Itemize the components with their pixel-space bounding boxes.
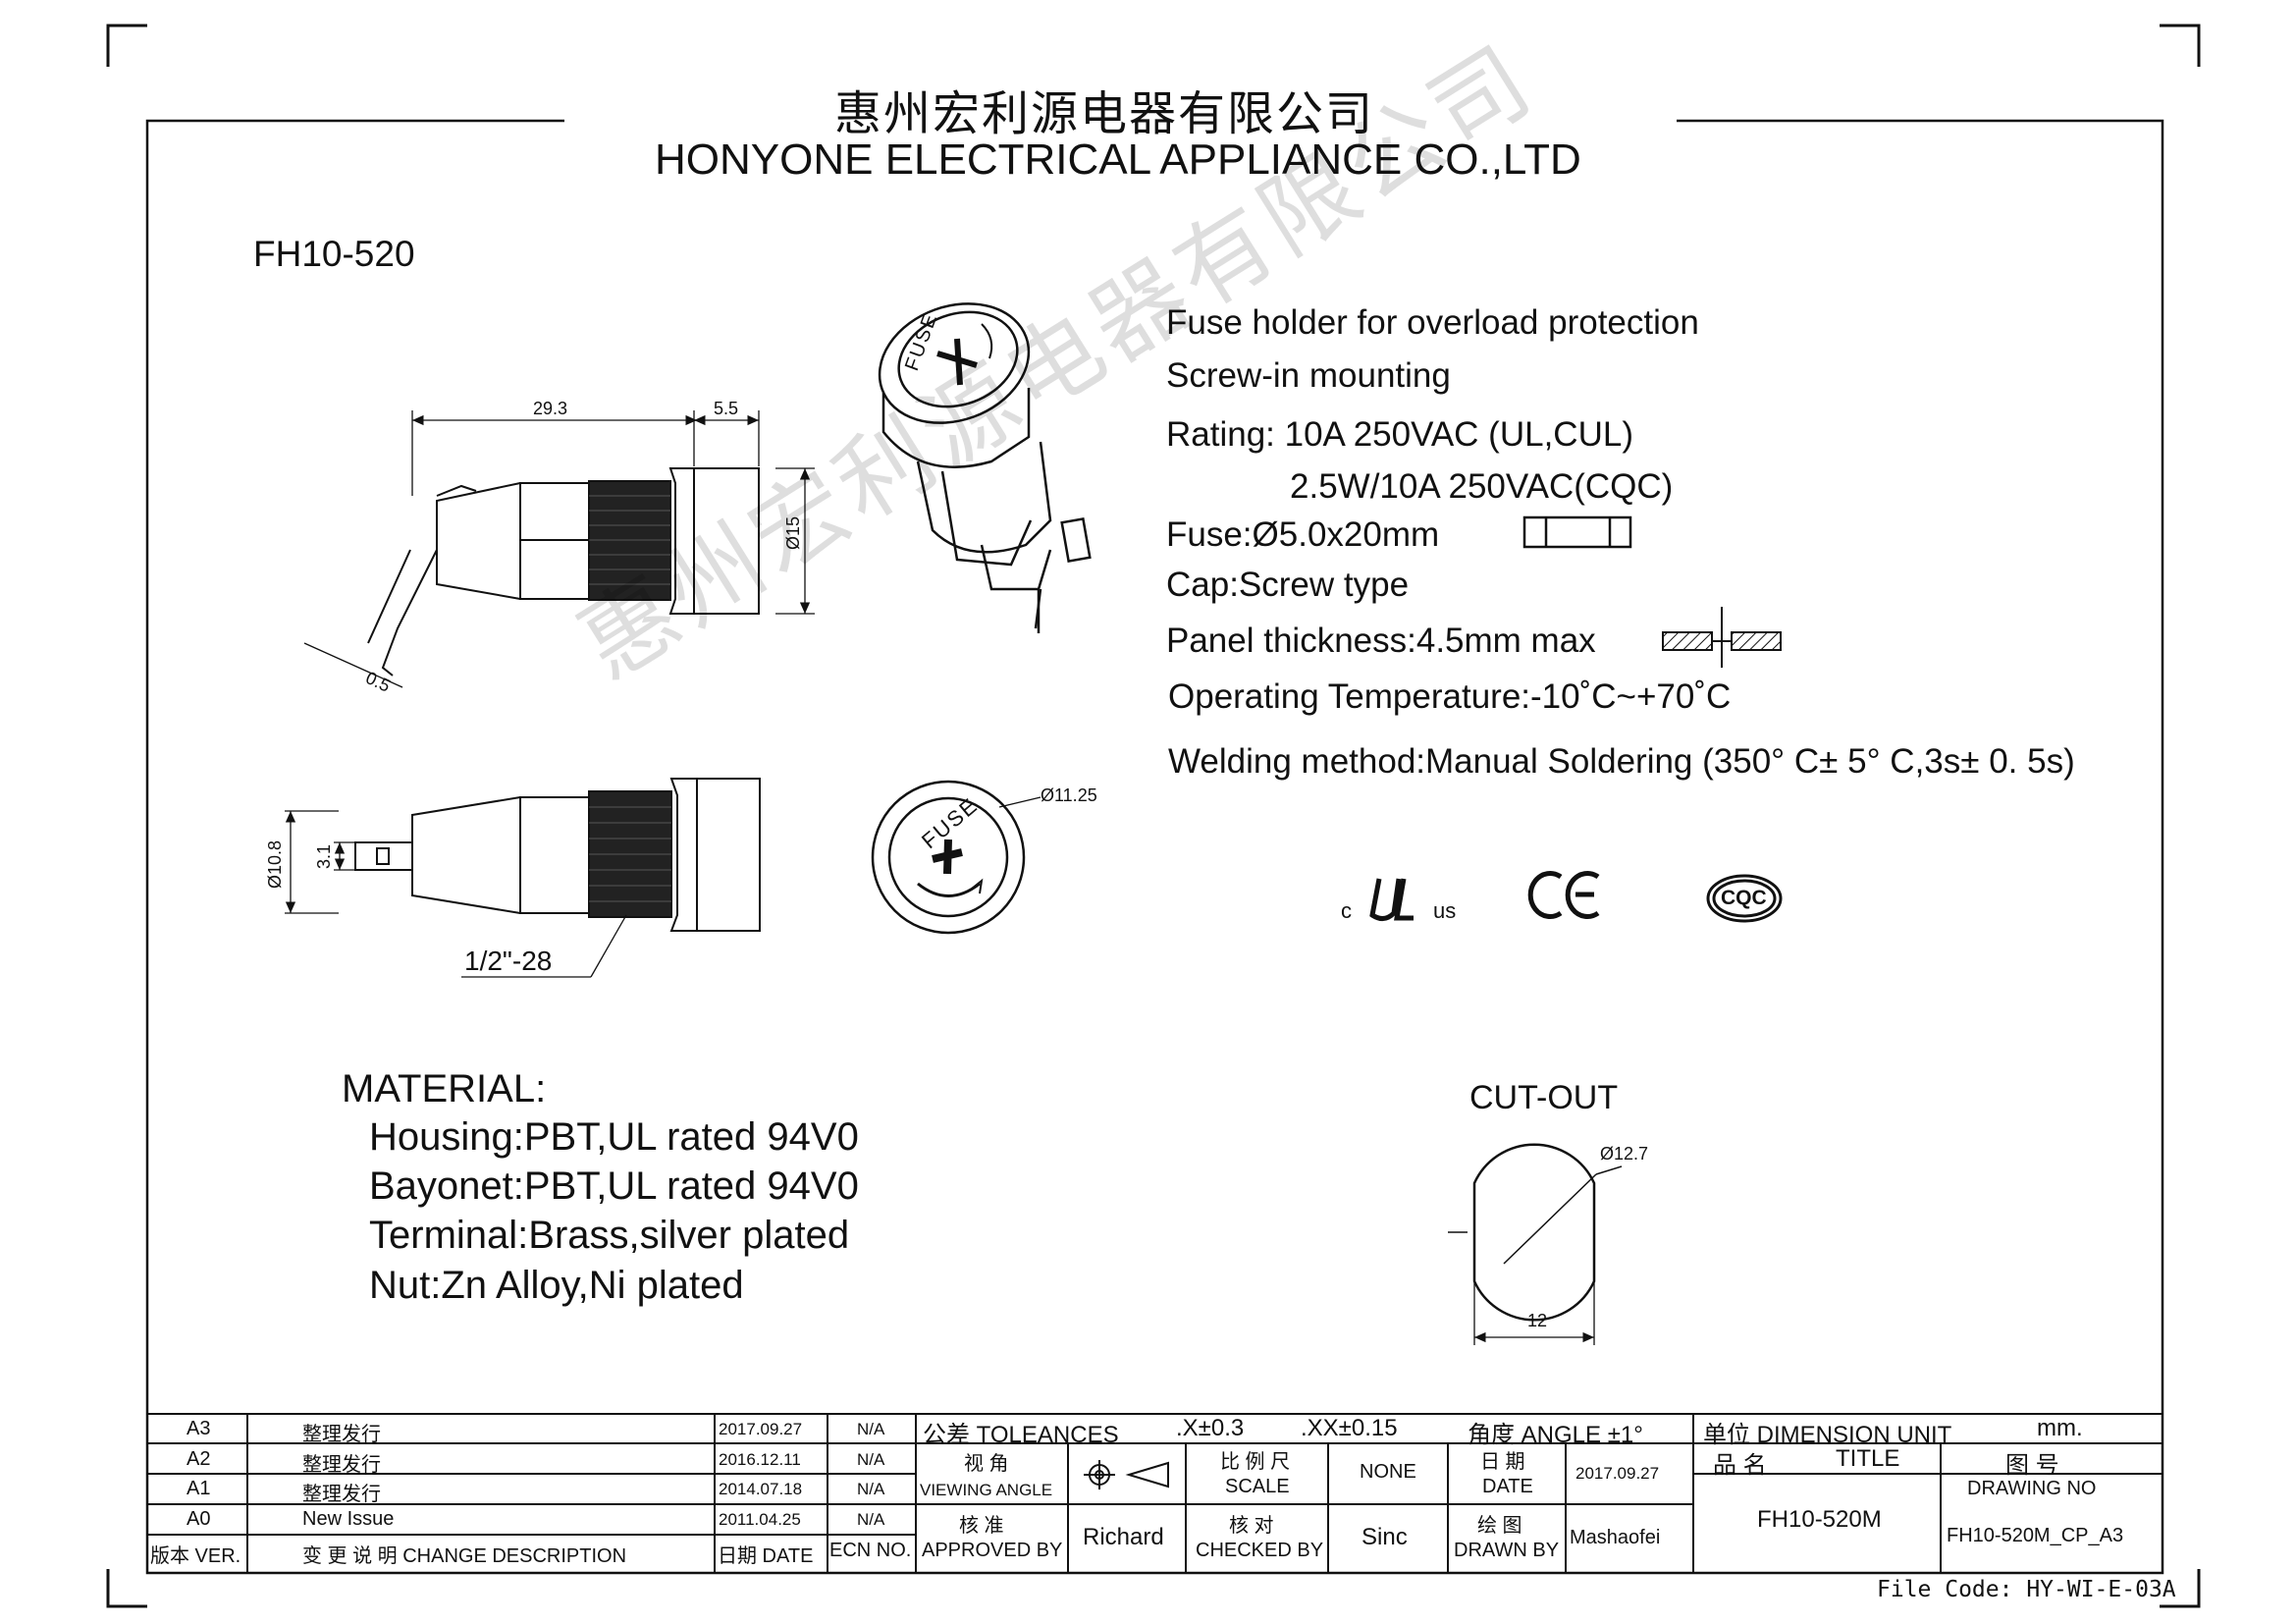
ul-mark-icon — [1369, 878, 1414, 921]
viewing-angle-en: VIEWING ANGLE — [920, 1481, 1053, 1499]
title-en: TITLE — [1836, 1445, 1900, 1472]
rev-a3-ecn: N/A — [857, 1420, 885, 1438]
file-code: File Code: HY-WI-E-03A — [1877, 1577, 2176, 1602]
material-heading: MATERIAL: — [342, 1067, 547, 1110]
spec-line-7: Panel thickness:4.5mm max — [1166, 622, 1596, 660]
checked-value: Sinc — [1362, 1524, 1408, 1550]
dim-flange: 5.5 — [714, 399, 739, 418]
dimension-unit-value: mm. — [2037, 1415, 2083, 1441]
dim-terminal: 3.1 — [314, 843, 334, 869]
header-ecn: ECN NO. — [829, 1540, 912, 1561]
spec-line-1: Fuse holder for overload protection — [1166, 303, 1699, 342]
cutout-label: CUT-OUT — [1469, 1079, 1619, 1116]
approved-cn: 核 准 — [959, 1515, 1004, 1537]
date-value: 2017.09.27 — [1575, 1464, 1660, 1483]
approved-en: APPROVED BY — [922, 1540, 1063, 1561]
cutout-drawing — [1448, 1143, 1623, 1345]
drawing-no-en: DRAWING NO — [1967, 1478, 2097, 1499]
date-cn: 日 期 — [1480, 1451, 1525, 1473]
spec-line-9: Welding method:Manual Soldering (350° C±… — [1168, 742, 2075, 781]
header-desc: 变 更 说 明 CHANGE DESCRIPTION — [302, 1545, 627, 1567]
cap-top-view-drawing — [871, 780, 1041, 935]
lower-side-view-drawing — [285, 778, 761, 978]
part-number: FH10-520 — [253, 234, 415, 274]
dim-body-diameter: Ø10.8 — [265, 839, 285, 889]
spec-line-3: Rating: 10A 250VAC (UL,CUL) — [1166, 415, 1633, 454]
dim-cut-flat: 12 — [1527, 1311, 1548, 1330]
spec-line-8: Operating Temperature:-10˚C~+70˚C — [1168, 677, 1732, 716]
side-view-drawing — [303, 410, 815, 688]
header-ver: 版本 VER. — [150, 1545, 241, 1567]
material-bayonet: Bayonet:PBT,UL rated 94V0 — [369, 1164, 859, 1208]
rev-a2-desc: 整理发行 — [302, 1454, 381, 1476]
rev-a2-ver: A2 — [187, 1448, 211, 1470]
ul-c-label: c — [1341, 898, 1352, 923]
tolerances-label: 公差 TOLEANCES — [923, 1422, 1119, 1448]
tolerance-x: .X±0.3 — [1176, 1415, 1245, 1441]
company-name-cn: 惠州宏利源电器有限公司 — [834, 88, 1375, 140]
title-value: FH10-520M — [1757, 1506, 1882, 1533]
ce-mark-icon — [1527, 871, 1600, 919]
checked-cn: 核 对 — [1229, 1515, 1274, 1537]
rev-a1-date: 2014.07.18 — [719, 1480, 803, 1498]
title-block-grid — [146, 1413, 2163, 1574]
drawn-value: Mashaofei — [1570, 1527, 1661, 1548]
rev-a3-desc: 整理发行 — [302, 1424, 381, 1445]
viewing-angle-cn: 视 角 — [964, 1453, 1009, 1475]
spec-line-6: Cap:Screw type — [1166, 566, 1410, 604]
spec-line-4: 2.5W/10A 250VAC(CQC) — [1290, 467, 1674, 506]
material-housing: Housing:PBT,UL rated 94V0 — [369, 1115, 859, 1159]
rev-a0-ecn: N/A — [857, 1510, 885, 1529]
rev-a2-ecn: N/A — [857, 1450, 885, 1469]
scale-cn: 比 例 尺 — [1220, 1451, 1291, 1473]
rev-a0-ver: A0 — [187, 1508, 211, 1530]
header-date: 日期 DATE — [718, 1545, 814, 1567]
corner-marks — [106, 24, 2201, 1608]
rev-a3-date: 2017.09.27 — [719, 1420, 803, 1438]
company-name-en: HONYONE ELECTRICAL APPLIANCE CO.,LTD — [655, 135, 1581, 184]
spec-line-2: Screw-in mounting — [1166, 356, 1451, 395]
checked-en: CHECKED BY — [1196, 1540, 1324, 1561]
dimension-unit-label: 单位 DIMENSION UNIT — [1703, 1422, 1952, 1448]
isometric-view-drawing — [878, 302, 1092, 633]
material-nut: Nut:Zn Alloy,Ni plated — [369, 1264, 744, 1307]
fuse-icon — [1522, 515, 1632, 549]
scale-value: NONE — [1360, 1461, 1416, 1483]
projection-symbol-icon — [1084, 1460, 1169, 1489]
cqc-label: CQC — [1721, 887, 1767, 909]
ce-label: CE — [1555, 943, 1556, 944]
dim-cut-diameter: Ø12.7 — [1600, 1144, 1649, 1164]
rev-a0-desc: New Issue — [302, 1508, 395, 1530]
approved-value: Richard — [1083, 1524, 1164, 1550]
spec-line-5: Fuse:Ø5.0x20mm — [1166, 515, 1440, 554]
drawn-en: DRAWN BY — [1454, 1540, 1560, 1561]
rev-a1-ecn: N/A — [857, 1480, 885, 1498]
dim-length: 29.3 — [533, 399, 568, 418]
date-en: DATE — [1482, 1476, 1533, 1497]
rev-a2-date: 2016.12.11 — [719, 1450, 801, 1469]
dim-thread: 1/2"-28 — [464, 946, 553, 976]
angle-tolerance: 角度 ANGLE ±1° — [1468, 1422, 1643, 1448]
rev-a1-ver: A1 — [187, 1478, 211, 1499]
title-cn: 品 名 — [1713, 1452, 1767, 1479]
drawing-no-cn: 图 号 — [2005, 1452, 2059, 1479]
rev-a1-desc: 整理发行 — [302, 1484, 381, 1505]
ul-us-label: us — [1433, 898, 1457, 923]
drawing-no-value: FH10-520M_CP_A3 — [1947, 1525, 2124, 1546]
dim-diameter: Ø15 — [783, 515, 803, 550]
tolerance-xx: .XX±0.15 — [1301, 1415, 1398, 1441]
drawn-cn: 绘 图 — [1477, 1515, 1522, 1537]
dim-cap-diameter: Ø11.25 — [1041, 785, 1097, 805]
rev-a3-ver: A3 — [187, 1418, 211, 1439]
material-terminal: Terminal:Brass,silver plated — [369, 1214, 850, 1257]
panel-thickness-icon — [1662, 607, 1782, 668]
rev-a0-date: 2011.04.25 — [719, 1510, 801, 1529]
scale-en: SCALE — [1225, 1476, 1290, 1497]
cqc-mark-icon — [1706, 874, 1783, 923]
